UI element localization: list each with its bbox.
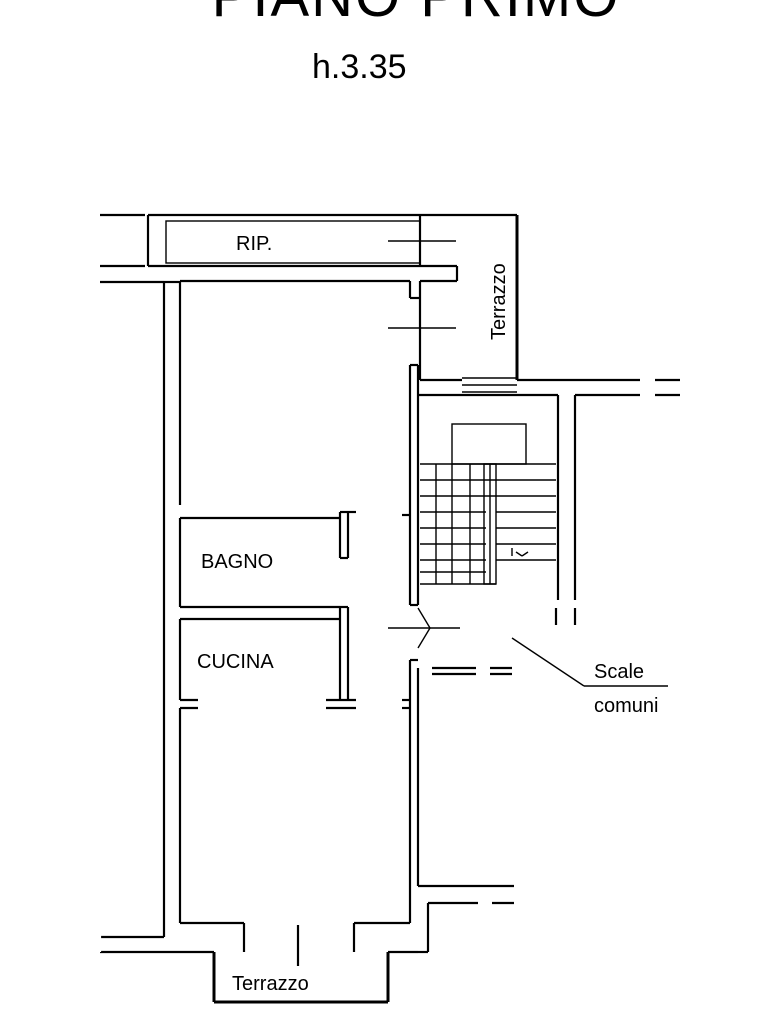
scale-label: Scale [594, 661, 644, 683]
neighbour-wall-stubs-left [98, 213, 214, 954]
upper-terrace [388, 215, 640, 393]
floor-height-label: h.3.35 [312, 48, 407, 86]
stairwell [418, 393, 560, 600]
top-wall-rip [148, 213, 517, 283]
bagno-label: BAGNO [201, 551, 273, 573]
left-outer-wall [162, 280, 182, 937]
bottom-wall-terrace [180, 921, 418, 1004]
scale-comuni-leader [511, 637, 668, 687]
bathroom-walls [180, 510, 356, 609]
entrance-door [388, 607, 460, 662]
rip-label: RIP. [236, 233, 272, 255]
neighbour-wall-right [554, 378, 680, 625]
terrazzo-bottom-label: Terrazzo [232, 973, 309, 995]
cucina-label: CUCINA [197, 651, 274, 673]
comuni-label: comuni [594, 695, 658, 717]
lower-right-walls [402, 660, 514, 954]
right-inner-wall [402, 363, 420, 607]
kitchen-walls [180, 605, 356, 710]
page-title: PIANO PRIMO [0, 0, 768, 26]
terrazzo-top-label: Terrazzo [488, 263, 510, 340]
